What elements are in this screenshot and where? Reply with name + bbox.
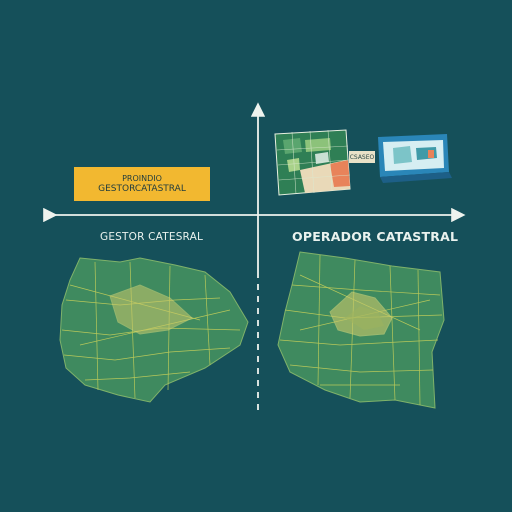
cadastral-thumbnail-map [274, 129, 351, 196]
left-cadastral-map [59, 257, 249, 403]
device-badge: CSASEO [349, 151, 375, 163]
right-cadastral-map [277, 251, 445, 409]
right-caption: OPERADOR CATASTRAL [292, 229, 459, 244]
left-caption: GESTOR CATESRAL [100, 231, 204, 243]
gestor-catastral-box: PROINDIO GESTORCATASTRAL [74, 167, 210, 201]
box-line-1: PROINDIO [122, 174, 162, 183]
tablet-device-icon [378, 134, 452, 183]
box-line-2: GESTORCATASTRAL [98, 184, 186, 194]
